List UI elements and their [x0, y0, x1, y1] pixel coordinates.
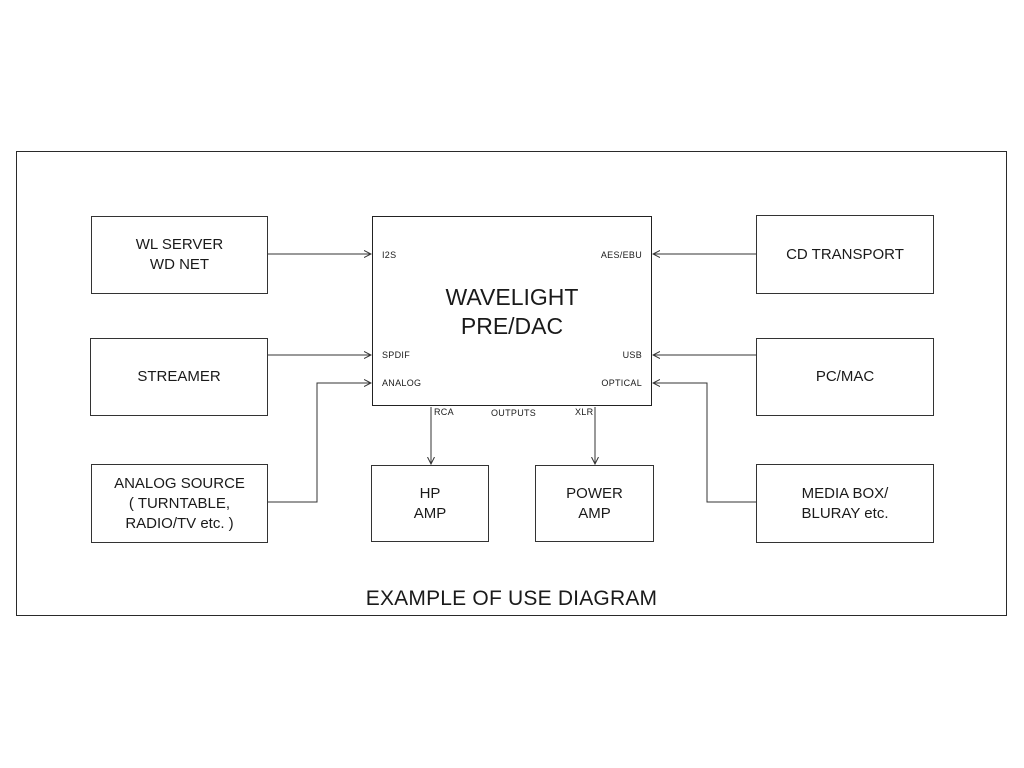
- wavelight-pre-dac-box: WAVELIGHT PRE/DAC I2S SPDIF ANALOG AES/E…: [372, 216, 652, 406]
- port-analog: ANALOG: [382, 378, 422, 388]
- source-media-box: MEDIA BOX/ BLURAY etc.: [756, 464, 934, 543]
- port-rca: RCA: [434, 407, 454, 417]
- wire-analog-source-analog: [267, 383, 371, 503]
- wire-mediabox-optical: [653, 383, 757, 503]
- diagram-caption: EXAMPLE OF USE DIAGRAM: [365, 587, 658, 610]
- output-power-amp: POWER AMP: [535, 465, 654, 542]
- source-pc-mac: PC/MAC: [756, 338, 934, 416]
- source-cd-transport: CD TRANSPORT: [756, 215, 934, 294]
- port-aes-ebu: AES/EBU: [600, 250, 642, 260]
- diagram-frame: [16, 151, 1007, 616]
- port-i2s: I2S: [382, 250, 397, 260]
- output-hp-amp: HP AMP: [371, 465, 489, 542]
- outputs-label: OUTPUTS: [491, 408, 537, 418]
- hub-title: WAVELIGHT PRE/DAC: [445, 284, 579, 339]
- source-analog: ANALOG SOURCE ( TURNTABLE, RADIO/TV etc.…: [91, 464, 268, 543]
- port-spdif: SPDIF: [382, 350, 411, 360]
- port-optical: OPTICAL: [601, 378, 642, 388]
- port-xlr: XLR: [575, 407, 594, 417]
- port-usb: USB: [622, 350, 642, 360]
- source-wl-server: WL SERVER WD NET: [91, 216, 268, 294]
- source-streamer: STREAMER: [90, 338, 268, 416]
